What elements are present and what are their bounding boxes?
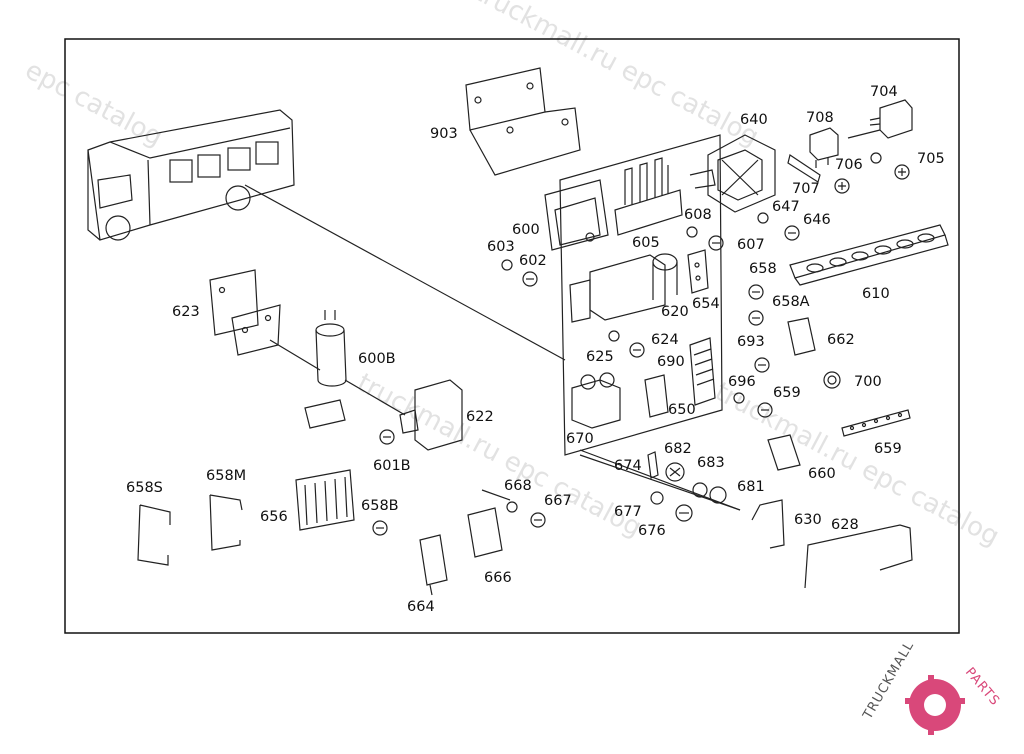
part-654 [687, 249, 709, 294]
label-658M: 658M [206, 468, 246, 484]
label-603: 603 [487, 239, 515, 255]
label-668: 668 [504, 478, 532, 494]
label-690: 690 [657, 354, 685, 370]
part-610 [789, 224, 949, 286]
watermark: truckmall.ru epc catalog epc catalog tru… [20, 0, 1004, 552]
part-707 [787, 154, 821, 183]
label-605: 605 [632, 235, 660, 251]
label-658: 658 [749, 261, 777, 277]
label-630: 630 [794, 512, 822, 528]
label-659-a: 659 [773, 385, 801, 401]
label-683: 683 [697, 455, 725, 471]
label-903: 903 [430, 126, 458, 142]
label-708: 708 [806, 110, 834, 126]
part-650 [644, 374, 669, 418]
watermark-text-2: epc catalog [20, 55, 167, 152]
part-658M [209, 494, 243, 551]
part-903-bracket [465, 67, 581, 176]
label-693: 693 [737, 334, 765, 350]
label-658A: 658A [772, 294, 810, 310]
part-659-strip [841, 409, 911, 437]
label-646: 646 [803, 212, 831, 228]
part-620 [569, 253, 678, 323]
part-660 [767, 434, 801, 471]
label-650: 650 [668, 402, 696, 418]
label-658S: 658S [126, 480, 163, 496]
leader-line-bus [244, 184, 566, 361]
label-600: 600 [512, 222, 540, 238]
truckmall-parts-logo: TRUCKMALL PARTS [860, 639, 1002, 735]
label-622: 622 [466, 409, 494, 425]
part-708 [809, 127, 839, 168]
part-670 [571, 372, 621, 429]
label-682: 682 [664, 441, 692, 457]
label-601B: 601B [373, 458, 411, 474]
label-640: 640 [740, 112, 768, 128]
part-601B-bracket [304, 399, 346, 429]
label-656: 656 [260, 509, 288, 525]
part-labels: 903 640 708 704 706 705 707 647 646 600 … [126, 84, 945, 615]
label-706: 706 [835, 157, 863, 173]
label-681: 681 [737, 479, 765, 495]
label-705: 705 [917, 151, 945, 167]
diagram-frame [64, 38, 960, 634]
label-659-b: 659 [874, 441, 902, 457]
part-656 [295, 469, 355, 531]
part-662 [787, 317, 816, 356]
label-628: 628 [831, 517, 859, 533]
label-667: 667 [544, 493, 572, 509]
central-panel [559, 134, 741, 511]
bus-illustration [87, 109, 295, 241]
label-660: 660 [808, 466, 836, 482]
label-607: 607 [737, 237, 765, 253]
label-600B: 600B [358, 351, 396, 367]
gear-icon [905, 675, 965, 735]
label-700: 700 [854, 374, 882, 390]
label-674: 674 [614, 458, 642, 474]
label-654: 654 [692, 296, 720, 312]
label-662: 662 [827, 332, 855, 348]
label-624: 624 [651, 332, 679, 348]
part-605 [614, 157, 683, 236]
label-608: 608 [684, 207, 712, 223]
logo-text-main: TRUCKMALL [860, 639, 917, 723]
label-625: 625 [586, 349, 614, 365]
label-676: 676 [638, 523, 666, 539]
label-647: 647 [772, 199, 800, 215]
part-658S [137, 504, 171, 566]
part-600B [315, 310, 347, 387]
label-704: 704 [870, 84, 898, 100]
part-630 [751, 499, 785, 549]
part-666 [467, 489, 511, 558]
part-640 [689, 134, 776, 213]
watermark-text-3: truckmall.ru epc catalog [352, 368, 646, 543]
label-707: 707 [792, 181, 820, 197]
part-600 [544, 179, 609, 251]
label-620: 620 [661, 304, 689, 320]
label-658B: 658B [361, 498, 399, 514]
part-664 [419, 534, 448, 596]
label-610: 610 [862, 286, 890, 302]
label-677: 677 [614, 504, 642, 520]
label-670: 670 [566, 431, 594, 447]
label-623: 623 [172, 304, 200, 320]
label-602: 602 [519, 253, 547, 269]
logo-text-accent: PARTS [962, 665, 1003, 709]
part-622 [399, 379, 463, 451]
part-704 [869, 99, 913, 139]
part-623 [209, 269, 281, 356]
label-696: 696 [728, 374, 756, 390]
part-628 [804, 524, 913, 589]
label-664: 664 [407, 599, 435, 615]
label-666: 666 [484, 570, 512, 586]
part-690 [689, 337, 716, 406]
